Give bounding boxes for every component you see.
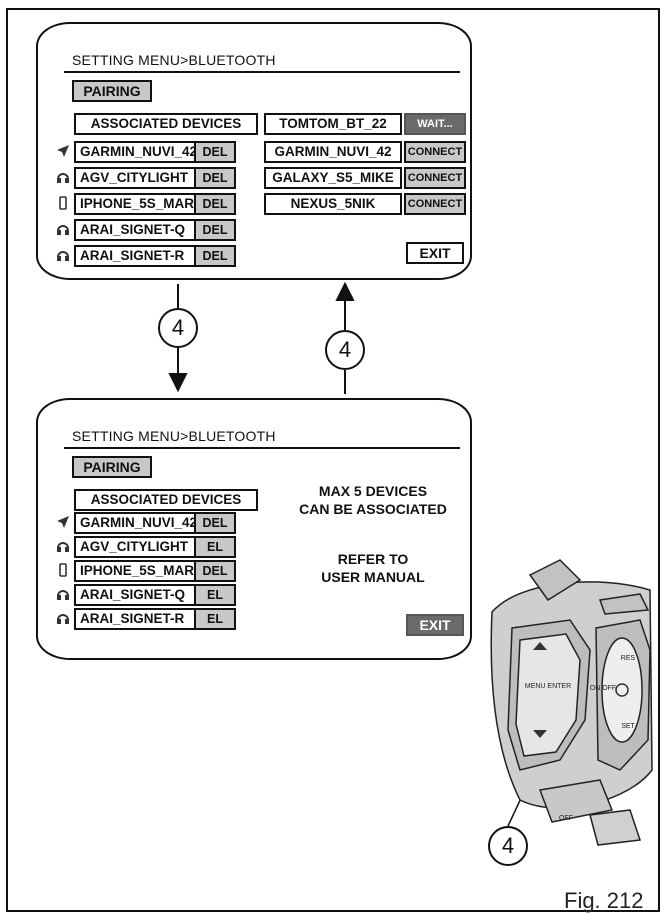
delete-button[interactable]: DEL [196, 560, 236, 582]
delete-button[interactable]: EL [196, 584, 236, 606]
delete-button[interactable]: DEL [196, 245, 236, 267]
device-row: ARAI_SIGNET-Q EL [56, 584, 256, 606]
device-name: IPHONE_5S_MARK [74, 560, 196, 582]
delete-button[interactable]: DEL [196, 141, 236, 163]
headset-icon [57, 614, 69, 624]
device-name: AGV_CITYLIGHT [74, 167, 196, 189]
available-device-name: GARMIN_NUVI_42 [264, 141, 402, 163]
device-name: ARAI_SIGNET-Q [74, 219, 196, 241]
device-row: IPHONE_5S_MARK DEL [56, 560, 256, 582]
menu-enter-label: MENU ENTER [525, 683, 571, 690]
off-label: OFF [559, 815, 573, 822]
down-arrow-icon [533, 730, 547, 738]
cruise-icon [615, 683, 629, 697]
up-arrow-icon [533, 642, 547, 650]
headset-icon [57, 251, 69, 261]
figure-frame [6, 8, 660, 912]
delete-button[interactable]: EL [196, 536, 236, 558]
device-row: AGV_CITYLIGHT DEL [56, 167, 256, 189]
refer-manual-message: REFER TO USER MANUAL [321, 551, 425, 585]
phone-icon [59, 196, 67, 210]
available-device-name: NEXUS_5NIK [264, 193, 402, 215]
delete-button[interactable]: DEL [196, 167, 236, 189]
callout-4-controller: 4 [488, 826, 528, 866]
menu-breadcrumb: SETTING MENU>BLUETOOTH [72, 428, 276, 444]
delete-button[interactable]: DEL [196, 193, 236, 215]
device-name: GARMIN_NUVI_42 [74, 141, 196, 163]
headset-icon [57, 542, 69, 552]
wait-button[interactable]: WAIT... [404, 113, 466, 135]
phone-icon [59, 563, 67, 577]
navigation-arrow-icon [57, 516, 69, 528]
exit-button[interactable]: EXIT [406, 614, 464, 636]
callout-4-up: 4 [325, 330, 365, 370]
pairing-button[interactable]: PAIRING [72, 80, 152, 102]
exit-button[interactable]: EXIT [406, 242, 464, 264]
device-row: AGV_CITYLIGHT EL [56, 536, 256, 558]
device-row: ARAI_SIGNET-R EL [56, 608, 256, 630]
available-device-name: GALAXY_S5_MIKE [264, 167, 402, 189]
figure-label: Fig. 212 [564, 888, 644, 913]
down-arrow [168, 284, 188, 393]
delete-button[interactable]: DEL [196, 219, 236, 241]
bluetooth-screen-pairing: SETTING MENU>BLUETOOTH PAIRING ASSOCIATE… [36, 22, 472, 280]
device-row: ARAI_SIGNET-R DEL [56, 245, 256, 267]
associated-devices-header: ASSOCIATED DEVICES [74, 489, 258, 511]
set-label: SET [621, 723, 635, 730]
delete-button[interactable]: EL [196, 608, 236, 630]
connect-button[interactable]: CONNECT [404, 193, 466, 215]
on-off-label: ON OFF [590, 685, 616, 692]
pairing-button[interactable]: PAIRING [72, 456, 152, 478]
available-device-name: TOMTOM_BT_22 [264, 113, 402, 135]
device-row: ARAI_SIGNET-Q DEL [56, 219, 256, 241]
headset-icon [57, 590, 69, 600]
headset-icon [57, 173, 69, 183]
up-arrow [335, 281, 355, 394]
device-name: GARMIN_NUVI_42 [74, 512, 196, 534]
device-name: ARAI_SIGNET-Q [74, 584, 196, 606]
callout-4-down: 4 [158, 308, 198, 348]
device-name: AGV_CITYLIGHT [74, 536, 196, 558]
device-row: IPHONE_5S_MARK DEL [56, 193, 256, 215]
device-name: ARAI_SIGNET-R [74, 245, 196, 267]
connect-button[interactable]: CONNECT [404, 141, 466, 163]
connect-button[interactable]: CONNECT [404, 167, 466, 189]
menu-breadcrumb: SETTING MENU>BLUETOOTH [72, 52, 276, 68]
title-divider [64, 447, 460, 449]
device-row: GARMIN_NUVI_42 DEL [56, 141, 256, 163]
res-label: RES [621, 655, 636, 662]
device-name: IPHONE_5S_MARK [74, 193, 196, 215]
headset-icon [57, 225, 69, 235]
max-devices-message: MAX 5 DEVICES CAN BE ASSOCIATED [299, 483, 447, 517]
delete-button[interactable]: DEL [196, 512, 236, 534]
title-divider [64, 71, 460, 73]
device-name: ARAI_SIGNET-R [74, 608, 196, 630]
device-row: GARMIN_NUVI_42 DEL [56, 512, 256, 534]
navigation-arrow-icon [57, 145, 69, 157]
associated-devices-header: ASSOCIATED DEVICES [74, 113, 258, 135]
bluetooth-screen-max-devices: SETTING MENU>BLUETOOTH PAIRING ASSOCIATE… [36, 398, 472, 660]
